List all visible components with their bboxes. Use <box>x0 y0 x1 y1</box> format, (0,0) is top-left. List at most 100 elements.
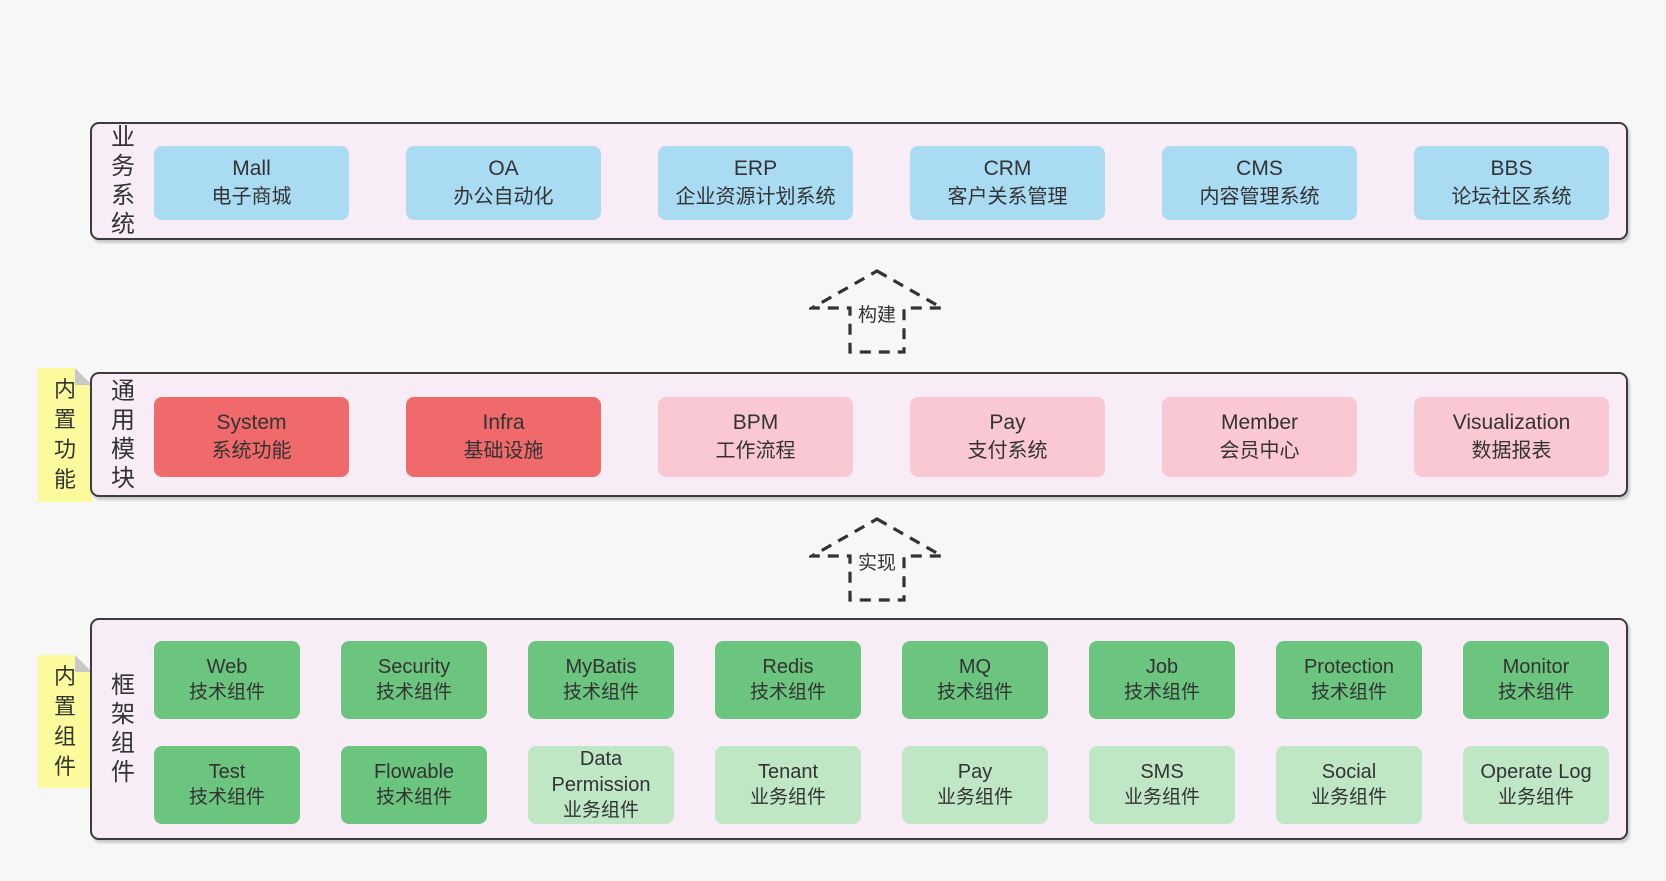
box-title: Operate Log <box>1480 761 1592 783</box>
arrow-build: 构建 <box>809 268 945 358</box>
arrow-label: 实现 <box>855 552 899 576</box>
sticky-note-built-in-features: 内置功能 <box>38 368 92 502</box>
box-redis: Redis 技术组件 <box>715 641 861 719</box>
box-subtitle: 内容管理系统 <box>1199 186 1320 208</box>
box-bpm: BPM 工作流程 <box>658 397 853 477</box>
box-subtitle: 技术组件 <box>936 682 1013 703</box>
box-subtitle: 技术组件 <box>562 682 639 703</box>
box-web: Web 技术组件 <box>154 641 300 719</box>
box-subtitle: 技术组件 <box>188 682 265 703</box>
box-subtitle: 技术组件 <box>375 682 452 703</box>
box-title: Member <box>1220 411 1299 434</box>
box-subtitle: 基础设施 <box>463 440 544 462</box>
box-subtitle: 业务组件 <box>749 787 826 808</box>
box-title: Visualization <box>1452 411 1571 434</box>
box-subtitle: 技术组件 <box>1497 682 1574 703</box>
box-title: MQ <box>958 656 992 678</box>
box-visualization: Visualization 数据报表 <box>1414 397 1609 477</box>
section-business-systems: 业务系统 Mall 电子商城 OA 办公自动化 ERP 企业资源计划系统 CRM… <box>90 122 1628 240</box>
box-subtitle: 论坛社区系统 <box>1451 186 1572 208</box>
box-protection: Protection 技术组件 <box>1276 641 1422 719</box>
box-subtitle: 技术组件 <box>1310 682 1387 703</box>
box-row: System 系统功能 Infra 基础设施 BPM 工作流程 Pay 支付系统… <box>154 397 1609 477</box>
box-subtitle: 业务组件 <box>1497 787 1574 808</box>
box-title: OA <box>488 157 519 180</box>
box-crm: CRM 客户关系管理 <box>910 146 1105 220</box>
box-title: Redis <box>762 656 814 678</box>
box-title: Pay <box>989 411 1026 434</box>
box-title: ERP <box>733 157 778 180</box>
box-infra: Infra 基础设施 <box>406 397 601 477</box>
box-title: Tenant <box>757 761 819 783</box>
box-subtitle: 系统功能 <box>211 440 292 462</box>
box-data-permission: Data Permission 业务组件 <box>528 746 674 824</box>
box-pay-module: Pay 支付系统 <box>910 397 1105 477</box>
box-title: Test <box>208 761 246 783</box>
box-row: Web 技术组件 Security 技术组件 MyBatis 技术组件 Redi… <box>154 641 1609 719</box>
box-pay-component: Pay 业务组件 <box>902 746 1048 824</box>
box-title: MyBatis <box>565 656 637 678</box>
box-subtitle: 技术组件 <box>375 787 452 808</box>
box-erp: ERP 企业资源计划系统 <box>658 146 853 220</box>
box-subtitle: 业务组件 <box>562 800 639 821</box>
box-mall: Mall 电子商城 <box>154 146 349 220</box>
box-title: Data Permission <box>551 748 651 796</box>
box-operate-log: Operate Log 业务组件 <box>1463 746 1609 824</box>
box-subtitle: 数据报表 <box>1471 440 1552 462</box>
sticky-note-built-in-components: 内置组件 <box>38 655 92 788</box>
box-subtitle: 支付系统 <box>967 440 1048 462</box>
box-subtitle: 电子商城 <box>211 186 292 208</box>
note-label: 内置功能 <box>53 377 76 492</box>
box-title: Web <box>206 656 248 678</box>
section-label-container: 通用模块 <box>102 374 144 495</box>
box-title: BPM <box>732 411 779 434</box>
box-monitor: Monitor 技术组件 <box>1463 641 1609 719</box>
box-subtitle: 技术组件 <box>749 682 826 703</box>
note-label: 内置组件 <box>53 663 76 779</box>
box-subtitle: 办公自动化 <box>453 186 554 208</box>
section-label-container: 框架组件 <box>102 620 144 838</box>
box-social: Social 业务组件 <box>1276 746 1422 824</box>
box-subtitle: 技术组件 <box>188 787 265 808</box>
box-mq: MQ 技术组件 <box>902 641 1048 719</box>
box-row: Mall 电子商城 OA 办公自动化 ERP 企业资源计划系统 CRM 客户关系… <box>154 146 1609 220</box>
box-title: Monitor <box>1502 656 1570 678</box>
section-framework-components: 框架组件 Web 技术组件 Security 技术组件 MyBatis 技术组件… <box>90 618 1628 840</box>
section-common-modules: 通用模块 System 系统功能 Infra 基础设施 BPM 工作流程 Pay… <box>90 372 1628 497</box>
box-security: Security 技术组件 <box>341 641 487 719</box>
box-bbs: BBS 论坛社区系统 <box>1414 146 1609 220</box>
box-title: System <box>216 411 287 434</box>
box-subtitle: 客户关系管理 <box>947 186 1068 208</box>
box-title: Mall <box>232 157 271 180</box>
box-title: Security <box>377 656 451 678</box>
section-label: 业务系统 <box>111 124 135 238</box>
box-title: Infra <box>482 411 525 434</box>
box-oa: OA 办公自动化 <box>406 146 601 220</box>
box-subtitle: 会员中心 <box>1219 440 1300 462</box>
box-tenant: Tenant 业务组件 <box>715 746 861 824</box>
box-subtitle: 业务组件 <box>936 787 1013 808</box>
box-test: Test 技术组件 <box>154 746 300 824</box>
box-subtitle: 企业资源计划系统 <box>675 186 836 208</box>
box-title: CRM <box>983 157 1032 180</box>
box-title: SMS <box>1140 761 1184 783</box>
box-subtitle: 业务组件 <box>1123 787 1200 808</box>
box-subtitle: 业务组件 <box>1310 787 1387 808</box>
box-flowable: Flowable 技术组件 <box>341 746 487 824</box>
box-sms: SMS 业务组件 <box>1089 746 1235 824</box>
section-label-container: 业务系统 <box>102 124 144 238</box>
box-title: BBS <box>1490 157 1533 180</box>
section-label: 通用模块 <box>111 377 135 492</box>
section-label: 框架组件 <box>111 672 135 786</box>
box-title: Protection <box>1303 656 1395 678</box>
up-arrow-icon <box>809 269 945 354</box>
box-system: System 系统功能 <box>154 397 349 477</box>
box-mybatis: MyBatis 技术组件 <box>528 641 674 719</box>
box-job: Job 技术组件 <box>1089 641 1235 719</box>
box-row: Test 技术组件 Flowable 技术组件 Data Permission … <box>154 746 1609 824</box>
box-title: Social <box>1321 761 1377 783</box>
box-member: Member 会员中心 <box>1162 397 1357 477</box>
arrow-implement: 实现 <box>809 516 945 606</box>
up-arrow-icon <box>809 517 945 602</box>
